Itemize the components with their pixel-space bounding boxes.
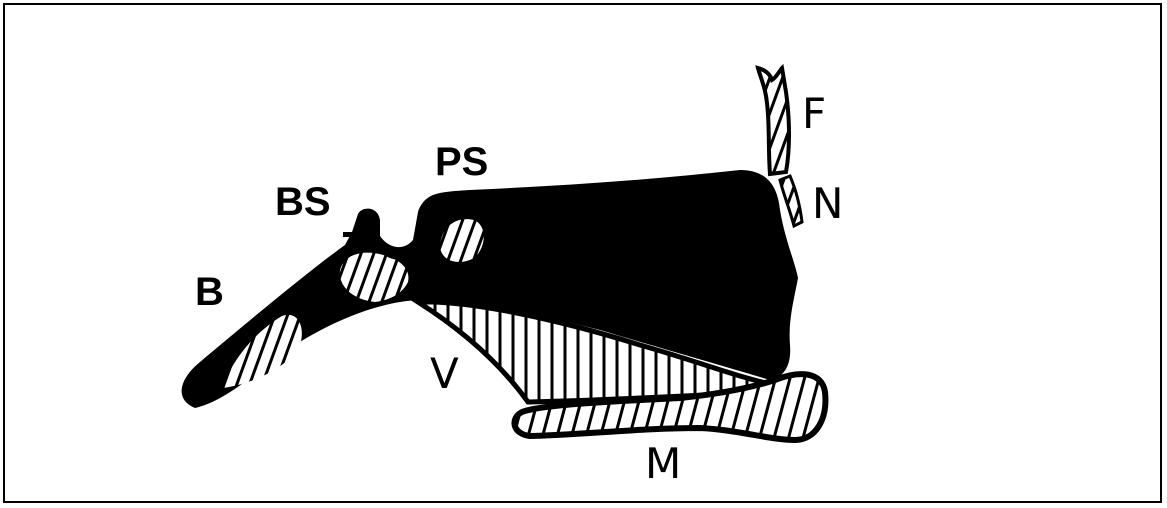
label-b: B [195,270,224,314]
bs-tick [343,232,353,237]
label-bs: BS [275,180,331,224]
frontal-fragment [758,68,789,174]
label-m: M [645,439,681,488]
nasal-fragment [780,176,802,226]
label-v: V [430,349,459,398]
label-ps: PS [435,140,488,184]
label-f: F [802,89,826,138]
label-n: N [812,179,843,228]
